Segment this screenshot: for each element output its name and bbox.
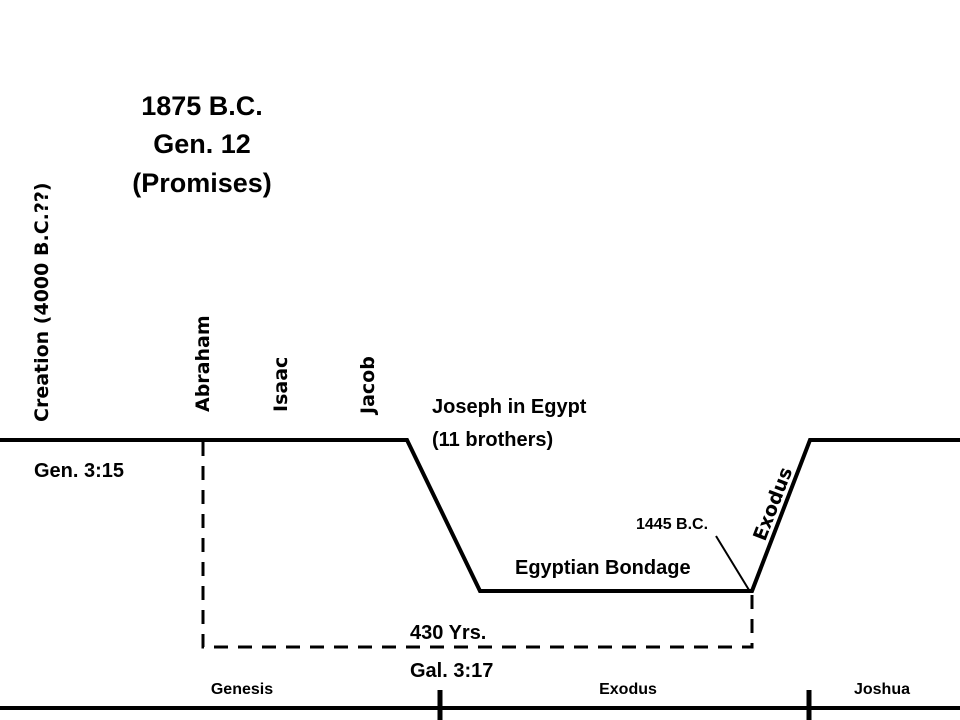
title-date: 1875 B.C. xyxy=(141,91,263,121)
timeline-path xyxy=(0,438,960,593)
date-connector-line xyxy=(715,535,750,591)
gen-3-15-label: Gen. 3:15 xyxy=(34,460,124,482)
isaac-label: Isaac xyxy=(270,357,292,412)
creation-label: Creation (4000 B.C.??) xyxy=(31,182,53,422)
book-exodus-label: Exodus xyxy=(599,681,657,698)
book-genesis-label: Genesis xyxy=(211,681,273,698)
exodus-event-label: Exodus xyxy=(749,464,797,544)
title-reference: Gen. 12 xyxy=(153,129,251,159)
years-430-label: 430 Yrs. xyxy=(410,622,486,644)
date-1445-label: 1445 B.C. xyxy=(636,516,708,533)
bracket-430-years xyxy=(201,442,754,649)
jacob-label: Jacob xyxy=(357,356,379,416)
bondage-label: Egyptian Bondage xyxy=(515,557,691,579)
joseph-brothers-label: (11 brothers) xyxy=(432,429,553,451)
joseph-label: Joseph in Egypt xyxy=(432,396,587,418)
gal-3-17-label: Gal. 3:17 xyxy=(410,660,493,682)
abraham-label: Abraham xyxy=(192,315,214,412)
book-joshua-label: Joshua xyxy=(854,681,910,698)
title-promises: (Promises) xyxy=(132,168,272,198)
